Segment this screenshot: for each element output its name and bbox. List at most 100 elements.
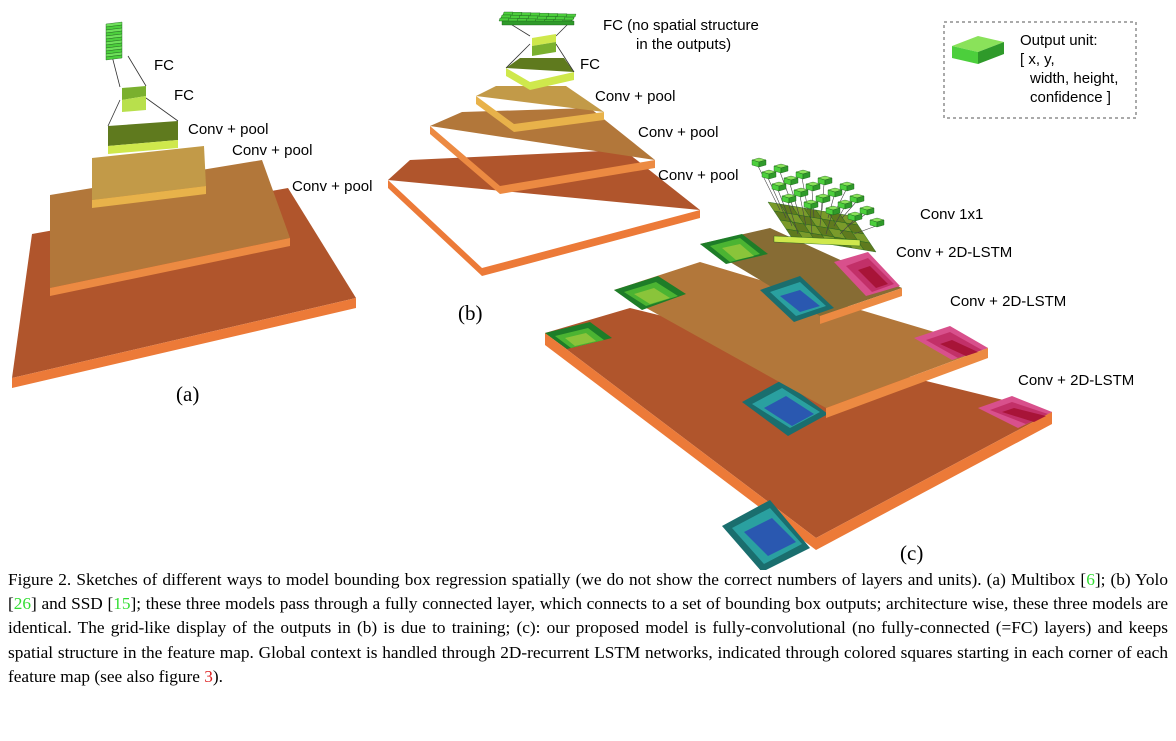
output-unit-side [844, 201, 853, 210]
fc-b-output-cell [498, 17, 510, 22]
panel-c [545, 157, 1052, 570]
output-unit-side [834, 189, 843, 198]
layer-b-2 [430, 108, 655, 194]
panel-b [388, 11, 700, 276]
connection-line [799, 195, 807, 227]
output-unit-side [780, 165, 789, 174]
fc-b-output-cell [520, 12, 532, 16]
conv1x1-edge [773, 235, 861, 247]
panel-a [12, 21, 356, 388]
fc-b-output-cell [509, 15, 521, 19]
lstm-c3-red [834, 252, 900, 296]
label-b-fc: FC [580, 56, 600, 73]
connection-line [839, 219, 855, 235]
legend-line-2: [ x, y, [1020, 51, 1055, 68]
fc-b-output-cell [556, 13, 568, 17]
fc-a-small [122, 86, 146, 112]
fc-b-output-cell [545, 16, 557, 20]
fc-b-output-cell [529, 12, 541, 17]
label-c-conv1x1: Conv 1x1 [920, 206, 983, 223]
citation-link-26[interactable]: 26 [13, 594, 32, 614]
connection-line [787, 201, 799, 235]
fc-b-output-cell [554, 16, 566, 20]
output-unit-icon [952, 36, 1004, 64]
connection-line [757, 165, 781, 211]
output-unit-side [810, 201, 819, 210]
lstm-c3-green [700, 234, 768, 264]
fc-b-output-cell [538, 12, 550, 17]
connection-line [853, 225, 877, 235]
connection-line [841, 201, 857, 219]
fc-b-output-cell [565, 13, 577, 18]
figure-3-link[interactable]: 3 [204, 666, 213, 686]
figure-2-diagram: Output unit: [ x, y, width, height, conf… [12, 11, 1137, 570]
output-unit-side [846, 183, 855, 192]
connection-line [777, 189, 793, 227]
fc-b-output-cell [500, 14, 512, 19]
lstm-c1-red [978, 396, 1052, 428]
output-unit-side [768, 171, 777, 180]
legend-box [943, 21, 1137, 119]
label-b-fc-top-2: in the outputs) [636, 36, 731, 53]
fc-b-output-cell [527, 15, 539, 20]
citation-link-15[interactable]: 15 [113, 594, 131, 614]
output-unit-side [822, 195, 831, 204]
fc-b-output-cell [563, 16, 575, 21]
output-unit-side [800, 189, 809, 198]
fc-b-output-edge [501, 20, 575, 26]
label-c-lstm-1: Conv + 2D-LSTM [896, 244, 1012, 261]
fc-b-small [532, 34, 556, 56]
label-c-lstm-3: Conv + 2D-LSTM [1018, 372, 1134, 389]
output-unit-side [788, 195, 797, 204]
lstm-c2-green [614, 276, 686, 310]
legend: Output unit: [ x, y, width, height, conf… [943, 21, 1137, 119]
label-b-fc-top-1: FC (no spatial structure [603, 17, 759, 34]
output-units [751, 157, 885, 228]
connection-line [767, 177, 787, 219]
lstm-c2-red [914, 326, 988, 360]
lstm-c1-blue [722, 500, 810, 570]
connection-line [779, 171, 795, 211]
output-unit-side [802, 171, 811, 180]
label-c-lstm-2: Conv + 2D-LSTM [950, 293, 1066, 310]
fc-b-1 [506, 58, 574, 90]
layer-a-3 [92, 146, 206, 208]
layer-b-1 [388, 150, 700, 276]
connection-line [819, 201, 823, 227]
fc-b-output-cell [511, 12, 523, 16]
layer-c-2 [614, 262, 988, 418]
output-unit-side [856, 195, 865, 204]
label-a-fc-1: FC [154, 57, 174, 74]
fc-b-output-cell [547, 13, 559, 17]
panel-b-label: (b) [458, 301, 483, 325]
label-a-conv-2: Conv + pool [232, 142, 312, 159]
output-unit-side [812, 183, 821, 192]
fc-a-output-cell [105, 54, 123, 61]
label-b-conv-1: Conv + pool [595, 88, 675, 105]
output-unit-side [866, 207, 875, 216]
output-unit-side [790, 177, 799, 186]
fc-b-output-cell [518, 15, 530, 19]
output-unit-side [832, 207, 841, 216]
layer-b-3 [476, 86, 604, 132]
citation-link-6[interactable]: 6 [1086, 570, 1095, 589]
layer-a-4 [108, 121, 178, 154]
fc-a-output-column [105, 21, 123, 61]
connection-line [835, 189, 847, 211]
connection-line [833, 207, 845, 227]
output-unit-side [758, 159, 767, 168]
fc-b-output-grid [498, 11, 577, 26]
legend-line-1: Output unit: [1020, 32, 1098, 49]
label-a-conv-3: Conv + pool [292, 178, 372, 195]
output-unit-side [824, 177, 833, 186]
output-unit-side [876, 219, 885, 228]
legend-line-4: confidence ] [1030, 89, 1111, 106]
lstm-c1-blue-mid [742, 380, 828, 436]
conv1x1-cell [857, 240, 877, 253]
fc-a-connections [107, 55, 179, 127]
output-unit-side [854, 213, 863, 222]
panel-c-label: (c) [900, 541, 923, 565]
connection-line [809, 207, 813, 235]
label-b-conv-2: Conv + pool [638, 124, 718, 141]
legend-line-3: width, height, [1029, 70, 1118, 87]
